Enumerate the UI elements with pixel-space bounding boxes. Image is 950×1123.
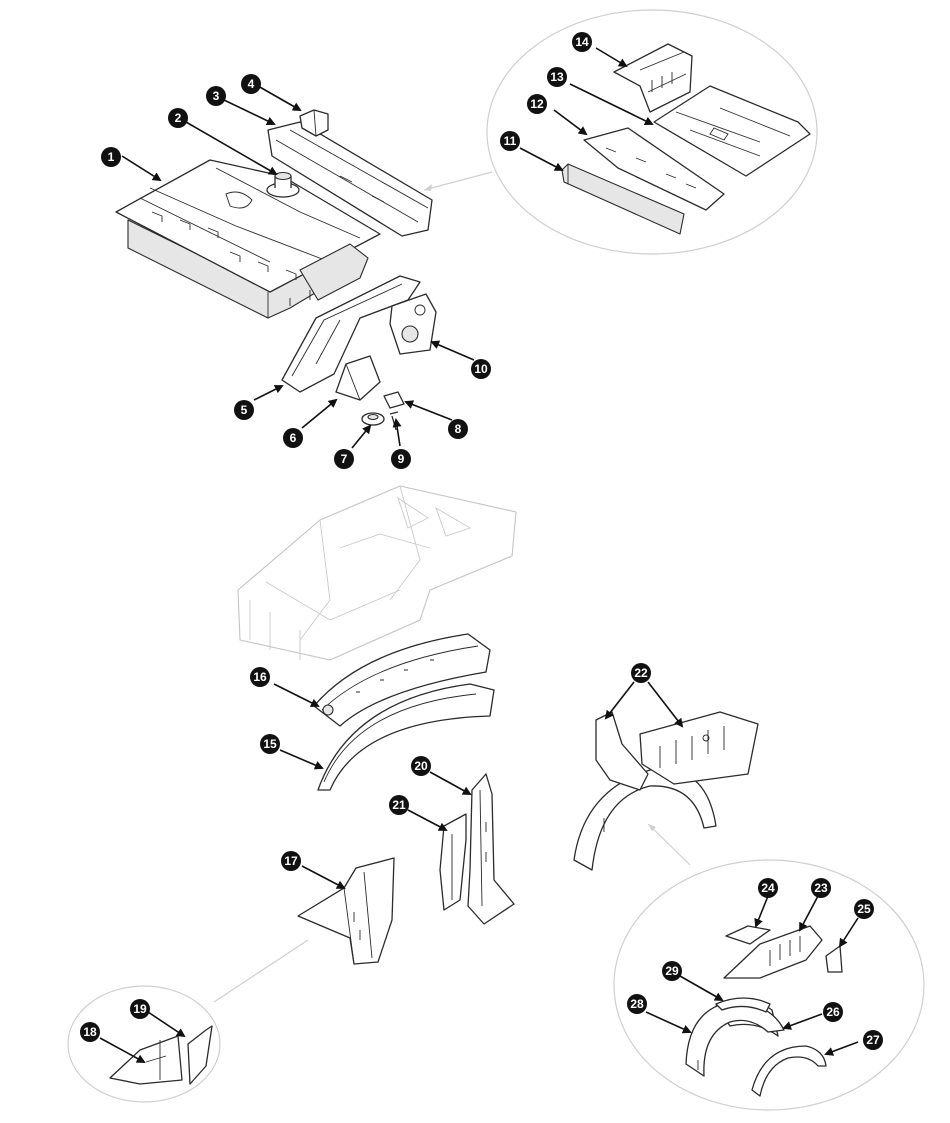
callout-20: 20: [411, 756, 431, 776]
zoom-part-27: [751, 1045, 827, 1097]
callout-5: 5: [234, 400, 254, 420]
callout-6: 6: [283, 428, 303, 448]
short-pillar: [439, 813, 467, 911]
callout-8: 8: [448, 419, 468, 439]
callout-16: 16: [250, 667, 270, 687]
grommet: [361, 412, 385, 426]
zoom-part-13: [653, 85, 811, 177]
callout-19: 19: [130, 999, 150, 1019]
leader-arrows: [99, 47, 859, 1063]
zoom-detail-bottom-left: [67, 939, 309, 1103]
sill-panel: [267, 121, 433, 237]
svg-text:16: 16: [253, 670, 267, 684]
svg-text:21: 21: [392, 798, 406, 812]
svg-text:12: 12: [530, 97, 544, 111]
small-bracket: [299, 109, 329, 137]
svg-text:17: 17: [284, 854, 298, 868]
svg-text:1: 1: [108, 150, 115, 164]
zoom-detail-bottom-right: [613, 823, 925, 1111]
callout-3: 3: [206, 86, 226, 106]
svg-text:3: 3: [213, 89, 220, 103]
svg-text:15: 15: [263, 737, 277, 751]
svg-text:11: 11: [504, 134, 517, 148]
svg-text:4: 4: [248, 77, 255, 91]
callout-25: 25: [854, 899, 874, 919]
zoom-part-29: [715, 997, 771, 1013]
tall-pillar: [467, 773, 515, 925]
ghost-body-shell: [237, 485, 517, 661]
callout-4: 4: [241, 74, 261, 94]
svg-text:20: 20: [414, 759, 428, 773]
pillar-bracket: [297, 857, 395, 965]
svg-text:6: 6: [290, 431, 297, 445]
zoom-part-11: [561, 163, 685, 235]
zoom-part-19: [187, 1025, 213, 1085]
rear-quarter-assembly: [573, 711, 759, 871]
callout-2: 2: [168, 108, 188, 128]
svg-text:9: 9: [398, 452, 405, 466]
outer-wheel-arch: [313, 633, 491, 727]
zoom-part-25: [825, 945, 843, 973]
floor-pan-assembly: [115, 159, 381, 319]
zoom-part-14: [613, 43, 693, 113]
callout-18: 18: [80, 1022, 100, 1042]
callout-27: 27: [863, 1030, 883, 1050]
callout-12: 12: [527, 94, 547, 114]
callout-10: 10: [471, 359, 491, 379]
svg-text:25: 25: [857, 902, 871, 916]
callout-21: 21: [389, 795, 409, 815]
callout-23: 23: [811, 878, 831, 898]
callout-17: 17: [281, 851, 301, 871]
callout-28: 28: [627, 994, 647, 1014]
callout-13: 13: [547, 67, 567, 87]
svg-text:8: 8: [455, 422, 462, 436]
zoom-part-18: [109, 1035, 183, 1085]
svg-text:13: 13: [550, 70, 564, 84]
callout-14: 14: [572, 32, 592, 52]
svg-text:7: 7: [341, 452, 348, 466]
callout-15: 15: [260, 734, 280, 754]
zoom-part-28: [685, 1001, 785, 1077]
short-bracket: [335, 355, 381, 401]
callout-11: 11: [500, 131, 520, 151]
callout-24: 24: [758, 878, 778, 898]
inner-wheel-arch: [317, 683, 495, 791]
svg-text:23: 23: [814, 881, 828, 895]
mounting-cup: [266, 171, 300, 198]
callout-22: 22: [631, 663, 651, 683]
callout-29: 29: [662, 961, 682, 981]
svg-text:2: 2: [175, 111, 182, 125]
svg-text:24: 24: [761, 881, 775, 895]
svg-text:5: 5: [241, 403, 248, 417]
small-plate: [383, 391, 405, 409]
zoom-part-12: [583, 127, 725, 211]
svg-text:22: 22: [634, 666, 648, 680]
callout-26: 26: [823, 1002, 843, 1022]
zoom-part-24: [725, 925, 771, 945]
svg-text:18: 18: [83, 1025, 97, 1039]
zoom-part-23: [723, 925, 823, 979]
svg-text:14: 14: [575, 35, 589, 49]
callout-9: 9: [391, 449, 411, 469]
svg-text:28: 28: [630, 997, 644, 1011]
callout-7: 7: [334, 449, 354, 469]
svg-text:27: 27: [866, 1033, 880, 1047]
svg-text:10: 10: [474, 362, 488, 376]
callout-1: 1: [101, 147, 121, 167]
bulkhead-bracket: [389, 293, 437, 355]
zoom-detail-top: [423, 9, 818, 255]
svg-text:29: 29: [665, 964, 679, 978]
svg-text:26: 26: [826, 1005, 840, 1019]
svg-text:19: 19: [133, 1002, 147, 1016]
